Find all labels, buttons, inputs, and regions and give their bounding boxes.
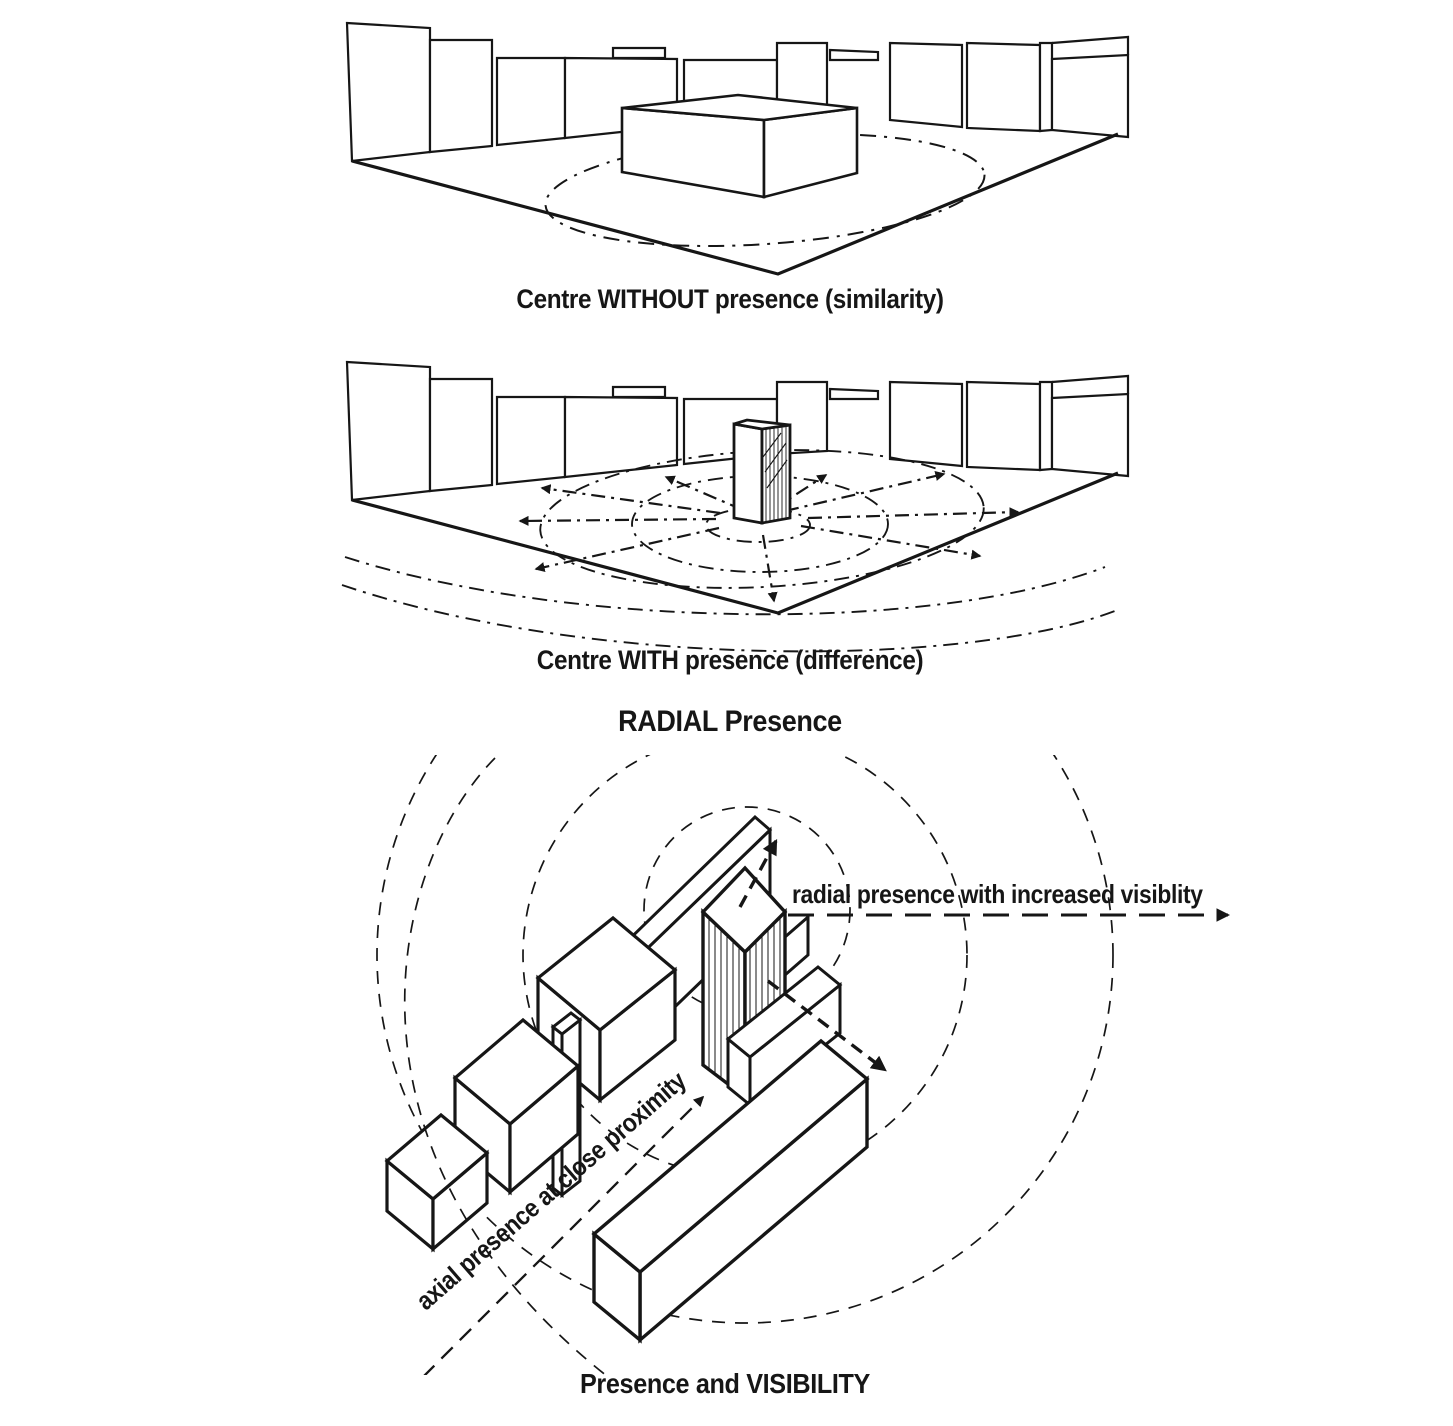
caption-centre-without-presence: Centre WITHOUT presence (similarity) (516, 284, 944, 314)
caption-presence-and-visibility: Presence and VISIBILITY (579, 1368, 871, 1399)
label-radial-presence-visibility: radial presence with increased visiblity (792, 879, 1203, 909)
heading-radial-presence: RADIAL Presence (618, 705, 842, 738)
figure-centre-without-presence (345, 21, 1130, 276)
figure-presence-and-visibility (376, 755, 1231, 1375)
radial-arrows (518, 471, 1020, 603)
cube-row (384, 915, 678, 1253)
plaza-outline (351, 471, 1119, 615)
caption-centre-with-presence: Centre WITH presence (difference) (536, 645, 924, 675)
axial-presence-arrow (423, 1095, 705, 1375)
centre-tower (732, 418, 792, 525)
figure-centre-with-presence (341, 360, 1130, 653)
front-slab-building (591, 1038, 870, 1344)
vertical-presence-arrow (738, 838, 778, 908)
presence-arrows (423, 838, 1231, 1375)
right-low-bar (725, 965, 843, 1109)
outer-arc-left (403, 757, 608, 1375)
plaza-outline (351, 132, 1119, 276)
centre-low-box (620, 93, 859, 199)
diagonal-presence-arrow (766, 979, 887, 1072)
